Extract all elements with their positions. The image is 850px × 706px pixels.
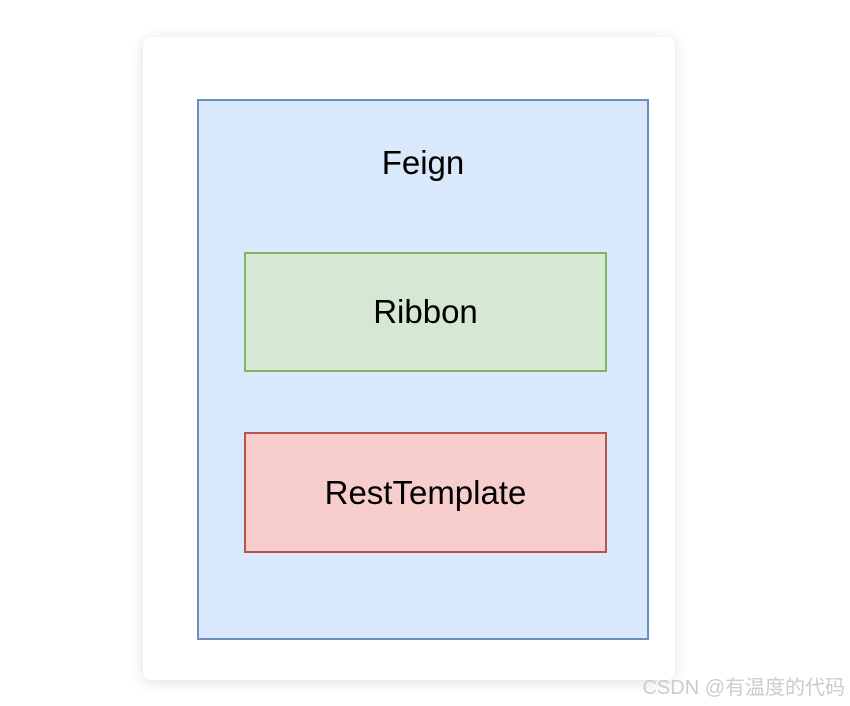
feign-container-box: Feign Ribbon RestTemplate: [197, 99, 649, 640]
ribbon-box: Ribbon: [244, 252, 607, 372]
diagram-card: Feign Ribbon RestTemplate: [143, 37, 675, 680]
feign-label: Feign: [381, 144, 465, 181]
ribbon-label: Ribbon: [373, 293, 478, 330]
resttemplate-box: RestTemplate: [244, 432, 607, 553]
csdn-watermark: CSDN @有温度的代码: [642, 677, 845, 699]
resttemplate-label: RestTemplate: [324, 473, 527, 511]
